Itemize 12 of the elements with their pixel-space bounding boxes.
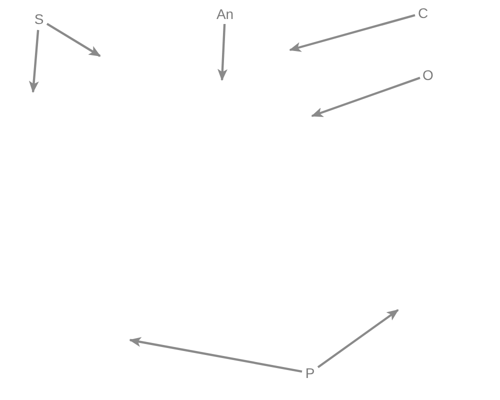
arrow [129, 337, 302, 373]
point-label: S [34, 12, 44, 26]
arrow [218, 24, 228, 81]
arrow [28, 30, 40, 93]
point-label: O [422, 68, 434, 82]
point-label: C [418, 6, 428, 20]
arrow [289, 14, 416, 52]
arrow [311, 76, 420, 118]
point-label: An [216, 7, 234, 21]
arrow [317, 309, 399, 368]
arrow [46, 22, 101, 57]
point-label: P [305, 366, 315, 380]
